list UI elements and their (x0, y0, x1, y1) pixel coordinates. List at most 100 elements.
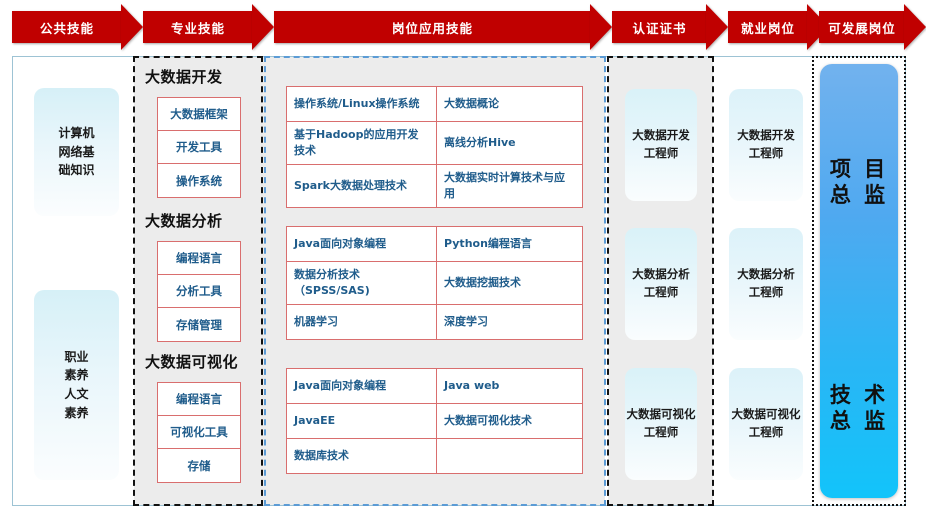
job-skill-table-development: 操作系统/Linux操作系统 大数据概论 基于Hadoop的应用开发技术 离线分… (286, 86, 583, 208)
pro-tile[interactable]: 操作系统 (158, 164, 240, 197)
card-line: 人文 (64, 387, 89, 401)
card-line: 项 目 (829, 157, 889, 181)
card-text: 大数据开发 工程师 (737, 127, 795, 163)
arrow-job-positions[interactable]: 就业岗位 (728, 4, 829, 50)
table-row: Spark大数据处理技术 大数据实时计算技术与应用 (287, 164, 582, 207)
card-line: 工程师 (748, 285, 784, 299)
arrow-head-icon (590, 4, 612, 50)
pro-group-title-visualization: 大数据可视化 (145, 353, 239, 371)
table-row: 基于Hadoop的应用开发技术 离线分析Hive (287, 122, 582, 165)
pro-tile[interactable]: 编程语言 (158, 383, 240, 416)
skill-cell[interactable]: 操作系统/Linux操作系统 (287, 87, 437, 121)
skill-cell[interactable]: Java面向对象编程 (287, 369, 437, 403)
card-line: 大数据开发 (632, 128, 690, 143)
skill-cell[interactable]: 基于Hadoop的应用开发技术 (287, 122, 437, 164)
pro-group-title-analysis: 大数据分析 (145, 212, 223, 230)
pro-group-title-development: 大数据开发 (145, 68, 223, 86)
arrow-head-icon (252, 4, 274, 50)
table-row: 机器学习 深度学习 (287, 304, 582, 339)
arrow-job-skills[interactable]: 岗位应用技能 (274, 4, 612, 50)
certificate-card-development[interactable]: 大数据开发 工程师 (625, 89, 697, 201)
card-line: 工程师 (643, 425, 679, 439)
arrow-header-band: 公共技能 专业技能 岗位应用技能 认证证书 就业岗位 可发展岗位 (0, 0, 926, 50)
card-text: 计算机 网络基 础知识 (58, 124, 94, 180)
skill-cell[interactable]: Python编程语言 (444, 237, 532, 251)
skill-cell[interactable]: 离线分析Hive (444, 135, 516, 149)
card-line: 网络基 (58, 144, 95, 159)
card-line: 工程师 (748, 425, 784, 439)
card-line: 大数据分析 (632, 267, 690, 282)
arrow-head-icon (904, 4, 926, 50)
column-outline-professional-skills (133, 56, 263, 506)
card-text: 大数据分析 工程师 (632, 266, 690, 302)
skill-cell[interactable]: 大数据挖掘技术 (444, 275, 521, 289)
skill-cell[interactable]: 数据分析技术 （SPSS/SAS) (287, 262, 437, 304)
skill-cell[interactable]: 数据库技术 (287, 439, 437, 473)
arrow-label: 认证证书 (632, 20, 687, 36)
pro-tile[interactable]: 存储 (158, 449, 240, 482)
arrow-label: 专业技能 (170, 20, 225, 36)
pro-tile[interactable]: 分析工具 (158, 275, 240, 308)
pro-tile-group-visualization: 编程语言 可视化工具 存储 (157, 382, 241, 483)
card-text: 大数据开发 工程师 (632, 127, 690, 163)
column-outline-certificates (607, 56, 714, 506)
skill-cell[interactable]: 深度学习 (444, 314, 488, 328)
skill-cell[interactable]: 机器学习 (287, 304, 437, 339)
skill-cell[interactable] (437, 439, 582, 473)
card-line: 础知识 (58, 163, 95, 178)
pro-tile[interactable]: 存储管理 (158, 308, 240, 341)
card-text: 大数据可视化 工程师 (732, 406, 801, 442)
skill-cell[interactable]: 大数据可视化技术 (444, 414, 532, 428)
arrow-label: 公共技能 (39, 20, 94, 36)
arrow-professional-skills[interactable]: 专业技能 (143, 4, 274, 50)
development-position-panel[interactable]: 项 目 总 监 技 术 总 监 (820, 64, 898, 498)
card-text: 大数据可视化 工程师 (627, 406, 696, 442)
common-skill-card-1[interactable]: 计算机 网络基 础知识 (34, 88, 119, 216)
card-line: 大数据开发 (737, 128, 795, 143)
skill-cell[interactable]: Spark大数据处理技术 (287, 164, 437, 207)
arrow-label: 岗位应用技能 (391, 20, 473, 36)
pro-tile[interactable]: 可视化工具 (158, 416, 240, 449)
card-text: 职业 素养 人文 素养 (64, 348, 88, 422)
table-row: Java面向对象编程 Python编程语言 (287, 227, 582, 262)
card-line: 工程师 (643, 146, 679, 160)
pro-tile[interactable]: 大数据框架 (158, 98, 240, 131)
pro-tile[interactable]: 编程语言 (158, 242, 240, 275)
column-outline-job-skills (264, 56, 606, 506)
arrow-public-skills[interactable]: 公共技能 (12, 4, 143, 50)
card-line: 工程师 (643, 285, 679, 299)
job-position-card-visualization[interactable]: 大数据可视化 工程师 (729, 368, 803, 480)
job-skill-table-visualization: Java面向对象编程 Java web JavaEE 大数据可视化技术 数据库技… (286, 368, 583, 474)
skill-cell[interactable]: 大数据实时计算技术与应用 (444, 170, 565, 200)
card-line: 工程师 (748, 146, 784, 160)
arrow-label: 可发展岗位 (828, 20, 896, 36)
certificate-card-visualization[interactable]: 大数据可视化 工程师 (625, 368, 697, 480)
table-row: 数据分析技术 （SPSS/SAS) 大数据挖掘技术 (287, 262, 582, 305)
arrow-head-icon (121, 4, 143, 50)
pro-tile-group-development: 大数据框架 开发工具 操作系统 (157, 97, 241, 198)
card-line: 技 术 (829, 383, 889, 407)
job-position-card-analysis[interactable]: 大数据分析 工程师 (729, 228, 803, 340)
card-line: 计算机 (58, 126, 95, 141)
skill-cell[interactable]: Java web (444, 379, 500, 393)
card-line: 素养 (64, 368, 89, 383)
common-skill-card-2[interactable]: 职业 素养 人文 素养 (34, 290, 119, 480)
arrow-certificates[interactable]: 认证证书 (612, 4, 728, 50)
card-line: 素养 (64, 405, 89, 420)
arrow-label: 就业岗位 (740, 20, 795, 36)
table-row: 数据库技术 (287, 439, 582, 473)
column-outline-development-positions (812, 56, 906, 506)
certificate-card-analysis[interactable]: 大数据分析 工程师 (625, 228, 697, 340)
pro-tile[interactable]: 开发工具 (158, 131, 240, 164)
card-line: 大数据可视化 (731, 407, 801, 422)
skill-cell[interactable]: JavaEE (287, 404, 437, 438)
table-row: Java面向对象编程 Java web (287, 369, 582, 404)
job-position-card-development[interactable]: 大数据开发 工程师 (729, 89, 803, 201)
card-line: 大数据可视化 (626, 407, 696, 422)
skill-cell[interactable]: Java面向对象编程 (287, 227, 437, 261)
pro-tile-group-analysis: 编程语言 分析工具 存储管理 (157, 241, 241, 342)
skill-cell[interactable]: 大数据概论 (444, 97, 499, 111)
arrow-development-positions[interactable]: 可发展岗位 (819, 4, 926, 50)
card-line: 职业 (64, 349, 89, 364)
